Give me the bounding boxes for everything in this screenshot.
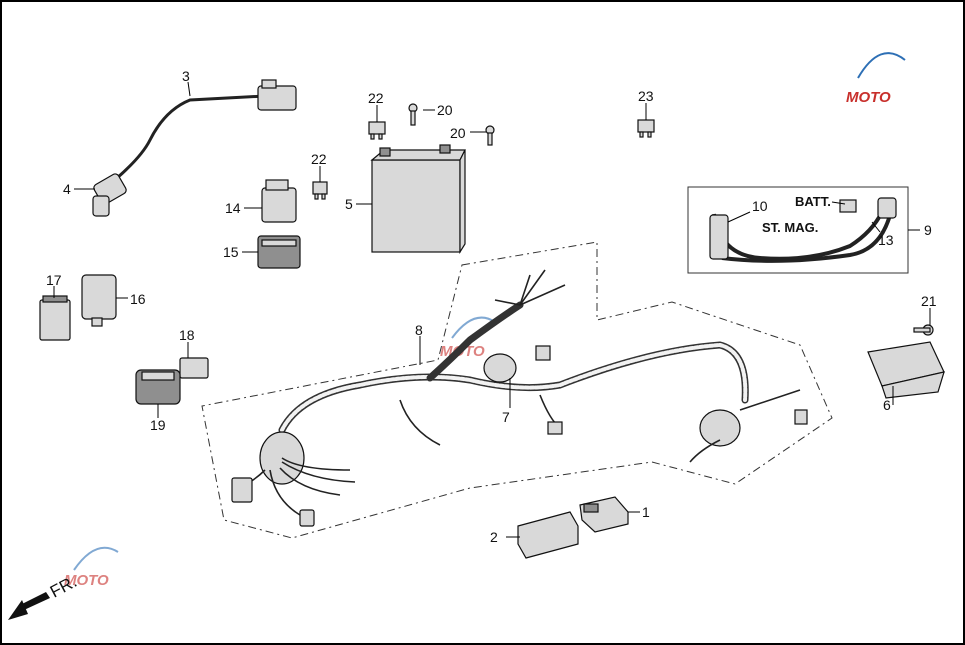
- battery: [370, 144, 466, 255]
- callout-7: 7: [502, 409, 510, 425]
- callout-1: 1: [642, 504, 650, 520]
- callout-2: 2: [490, 529, 498, 545]
- harness-assembly-outline: [201, 241, 833, 539]
- battery-cable-set: [709, 197, 897, 263]
- callout-22-mid: 22: [311, 151, 327, 167]
- callout-16: 16: [130, 291, 146, 307]
- coupler-2: [517, 511, 579, 559]
- relay-unit: [81, 274, 117, 327]
- callout-20-top: 20: [437, 102, 453, 118]
- battery-bolt: [485, 125, 495, 146]
- watermark-logo-bottom-left: MOTO: [64, 546, 119, 589]
- fuse: [368, 121, 386, 140]
- starter-relay: [261, 179, 297, 223]
- battery-bolt: [408, 103, 418, 126]
- regulator-rectifier: [867, 324, 945, 399]
- batt-label: BATT.: [795, 194, 831, 209]
- fuse: [637, 119, 655, 138]
- relay-cover: [257, 235, 301, 269]
- main-wire-harness: [231, 269, 808, 527]
- callout-15: 15: [223, 244, 239, 260]
- callout-18: 18: [179, 327, 195, 343]
- coupler-1: [579, 496, 629, 533]
- st-mag-label: ST. MAG.: [762, 220, 818, 235]
- callout-17: 17: [46, 272, 62, 288]
- callout-3: 3: [182, 68, 190, 84]
- fuse: [312, 181, 328, 200]
- callout-22-top: 22: [368, 90, 384, 106]
- callout-5: 5: [345, 196, 353, 212]
- callout-9: 9: [924, 222, 932, 238]
- front-direction-arrow: FR.: [8, 572, 80, 620]
- callout-6: 6: [883, 397, 891, 413]
- callout-19: 19: [150, 417, 166, 433]
- callout-8: 8: [415, 322, 423, 338]
- watermark-text: MOTO: [846, 89, 891, 106]
- callout-23: 23: [638, 88, 654, 104]
- watermark-text: MOTO: [64, 572, 109, 589]
- connector-unit: [179, 357, 209, 379]
- callout-14: 14: [225, 200, 241, 216]
- connector-cover: [135, 369, 181, 405]
- watermark-logo-top-right: MOTO: [846, 52, 906, 106]
- ignition-coil: [92, 79, 297, 217]
- callout-20-lower: 20: [450, 125, 466, 141]
- callout-10: 10: [752, 198, 768, 214]
- callout-21: 21: [921, 293, 937, 309]
- flasher-relay: [39, 295, 71, 341]
- callout-4: 4: [63, 181, 71, 197]
- callout-13: 13: [878, 232, 894, 248]
